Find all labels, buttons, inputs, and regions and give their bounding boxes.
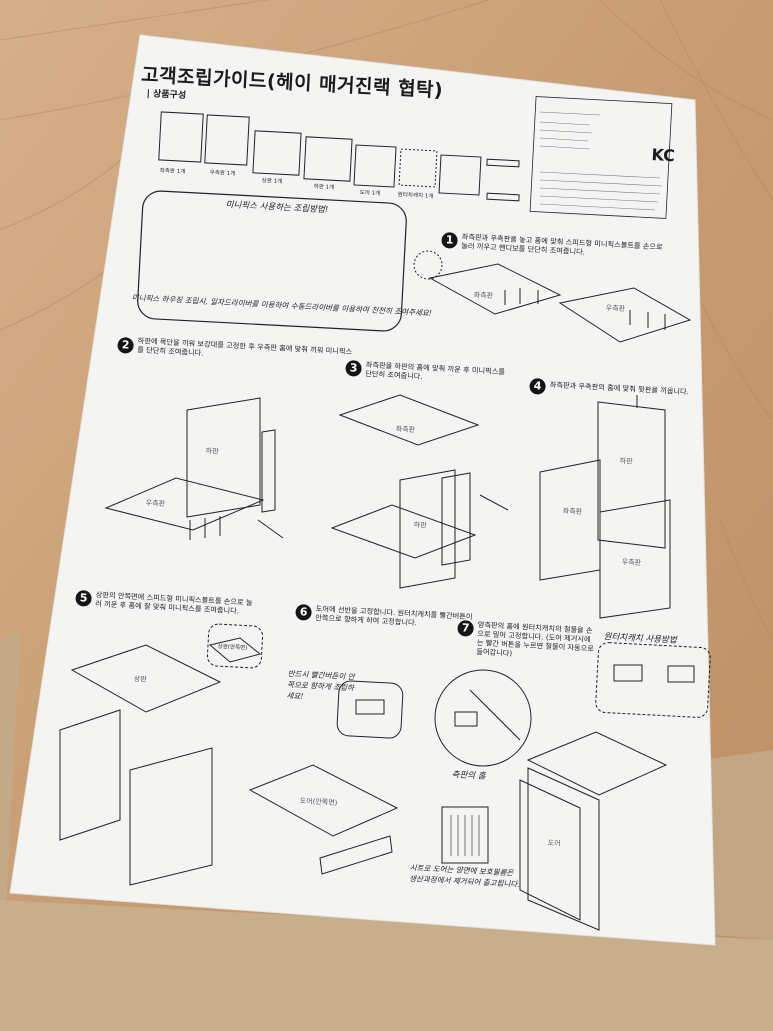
part-label-right: 우측판 1개 — [209, 169, 236, 178]
panel-label-top-inner: 상판(안쪽면) — [217, 643, 248, 652]
panel-label-bottom-2: 하판 — [205, 446, 219, 456]
note-side-groove: 측판의 홈 — [451, 769, 486, 782]
kc-mark-icon: KC — [651, 145, 676, 166]
note-red-button: 반드시 빨간버튼이 안쪽으로 향하게 조립하세요! — [286, 668, 355, 701]
part-label-left: 좌측판 1개 — [159, 167, 186, 176]
panel-label-top-5: 상판 — [133, 674, 147, 684]
step-text-7: 양측판의 홈에 원터치캐치의 철물을 손으로 밀어 고정합니다. (도어 제거시… — [476, 620, 595, 658]
panel-label-door-7: 도어 — [547, 838, 561, 848]
panel-label-right-1: 우측판 — [605, 303, 626, 313]
panel-label-left-4: 좌측판 — [562, 506, 583, 516]
components-heading: | 상품구성 — [146, 88, 187, 102]
part-label-top: 상판 1개 — [261, 177, 283, 186]
panel-label-left-3: 좌측판 — [395, 424, 416, 434]
panel-label-bottom-3: 하판 — [413, 520, 427, 530]
panel-label-door-inner: 도어(안쪽면) — [299, 796, 338, 807]
panel-label-right-4: 우측판 — [621, 557, 642, 567]
panel-label-left-1: 좌측판 — [473, 290, 494, 300]
panel-label-right-2: 우측판 — [145, 498, 166, 508]
panel-label-bottom-4: 하판 — [619, 456, 633, 466]
part-label-door: 도어 1개 — [359, 189, 381, 198]
part-label-bottom: 하판 1개 — [313, 183, 335, 192]
